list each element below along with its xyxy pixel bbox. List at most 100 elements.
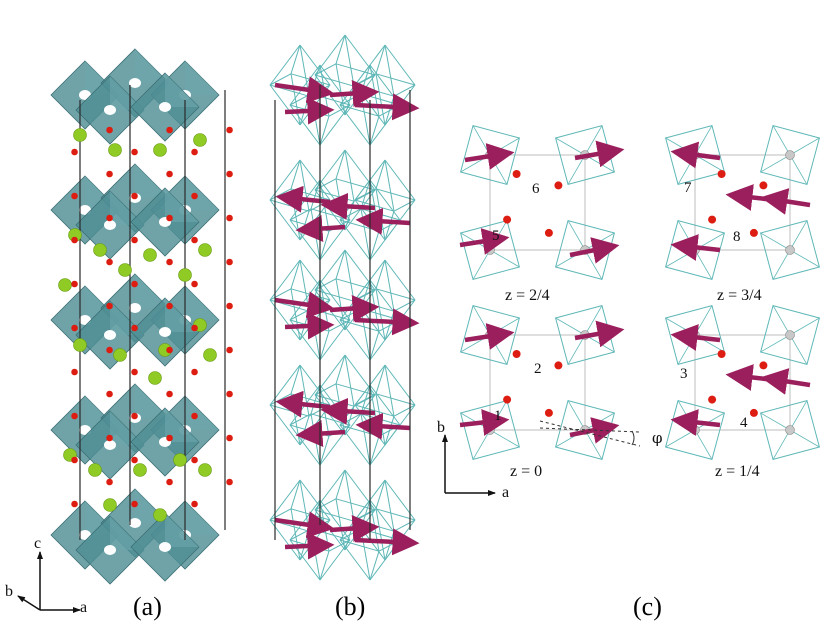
octahedron-edge <box>393 199 416 212</box>
octahedron-edge <box>319 279 351 321</box>
metal-atom <box>785 330 795 340</box>
oxygen-atom <box>554 181 563 190</box>
magnetic-moment-arrow <box>320 397 376 425</box>
octahedron-wireframe <box>314 249 376 331</box>
oxygen-atom <box>131 456 138 464</box>
cation-atom <box>198 243 212 257</box>
oxygen-atom <box>131 368 138 376</box>
octahedron-wireframe <box>314 469 376 551</box>
panel-b-magnetic-moment-structure <box>269 34 420 581</box>
magnetic-moment-arrow <box>320 192 376 220</box>
octahedron-edge <box>369 384 401 426</box>
cation-atom <box>73 128 87 142</box>
octahedron-edge <box>335 34 346 64</box>
octahedron-edge <box>290 479 301 509</box>
octahedron-edge <box>314 383 337 396</box>
site-number-2: 2 <box>534 361 542 377</box>
octahedron-edge <box>375 288 416 301</box>
oxygen-atom <box>71 368 78 376</box>
metal-atom <box>104 545 116 555</box>
octahedron-highlight <box>185 396 219 430</box>
cation-atom <box>108 143 122 157</box>
octahedron-outline <box>759 124 821 186</box>
oxygen-atom <box>166 434 173 442</box>
octahedron-edge <box>360 279 371 309</box>
octahedron-edge <box>375 159 386 189</box>
metal-atom <box>104 440 116 450</box>
magnetic-moment-arrow <box>760 188 811 215</box>
octahedron-edge <box>314 34 346 76</box>
octahedron-edge <box>369 179 401 221</box>
oxygen-atom <box>131 280 138 288</box>
site-number-1: 1 <box>494 408 502 424</box>
octahedron-edge <box>339 219 371 261</box>
oxygen-atom <box>717 350 726 358</box>
magnetic-moment-arrow <box>574 320 625 348</box>
oxygen-atom <box>512 170 521 178</box>
oxygen-atom <box>131 412 138 420</box>
octahedron-edge <box>375 479 386 509</box>
octahedron-edge <box>360 64 371 94</box>
site-number-5: 5 <box>492 228 500 244</box>
octahedron-edge <box>369 499 401 541</box>
metal-atom <box>785 150 795 160</box>
cation-atom <box>173 453 187 467</box>
octahedron-edge <box>344 34 376 76</box>
octahedron-edge <box>290 364 301 394</box>
oxygen-atom <box>717 170 726 178</box>
oxygen-atom <box>226 434 233 442</box>
octahedron-highlight <box>110 516 144 550</box>
octahedron-edge <box>319 231 330 261</box>
oxygen-atom <box>71 324 78 332</box>
oxygen-atom <box>191 500 198 508</box>
cation-atom <box>103 498 117 512</box>
octahedron-edge <box>335 63 346 116</box>
octahedron-edge <box>269 44 301 86</box>
octahedron-edge <box>319 499 351 541</box>
metal-atom <box>129 518 141 528</box>
site-number-3: 3 <box>680 366 688 382</box>
magnetic-moment-arrow <box>459 409 510 436</box>
magnetic-moment-arrow <box>670 409 721 436</box>
oxygen-atom <box>166 302 173 310</box>
magnetic-moment-arrow <box>274 291 335 319</box>
oxygen-atom <box>131 192 138 200</box>
oxygen-atom <box>131 500 138 508</box>
octahedron-wireframe <box>314 354 376 436</box>
metal-atom <box>785 245 795 255</box>
magnetic-moment-arrow <box>274 76 335 104</box>
octahedron-edge <box>369 436 380 466</box>
oxygen-atom <box>708 215 717 224</box>
octahedron-highlight <box>135 164 169 198</box>
magnetic-moment-arrow <box>355 412 411 440</box>
octahedron-edge <box>289 413 312 426</box>
octahedron-edge <box>299 479 331 521</box>
octahedron-edge <box>319 436 330 466</box>
cation-atom <box>58 278 72 292</box>
oxygen-atom <box>71 412 78 420</box>
octahedron-edge <box>375 259 386 289</box>
panel-c-layer-projections <box>459 124 821 461</box>
oxygen-atom <box>226 258 233 266</box>
octahedron-edge <box>375 508 416 521</box>
octahedron-edge <box>384 479 395 532</box>
octahedron-edge <box>353 189 376 202</box>
cation-atom <box>153 508 167 522</box>
octahedron <box>75 410 145 480</box>
octahedron-edge <box>384 44 395 97</box>
octahedron-edge <box>335 249 346 279</box>
octahedron-edge <box>339 424 371 466</box>
octahedron-wireframe <box>314 149 376 231</box>
octahedron-edge <box>344 354 355 407</box>
magnetic-moment-arrow <box>670 234 721 261</box>
octahedron-outline <box>759 399 821 461</box>
metal-atom <box>104 330 116 340</box>
oxygen-atom <box>166 214 173 222</box>
oxygen-atom <box>166 478 173 486</box>
oxygen-atom <box>71 280 78 288</box>
oxygen-atom <box>71 192 78 200</box>
axes-a-triad: c b a <box>5 535 87 616</box>
site-number-6: 6 <box>532 181 540 197</box>
octahedron-edge <box>335 383 376 396</box>
